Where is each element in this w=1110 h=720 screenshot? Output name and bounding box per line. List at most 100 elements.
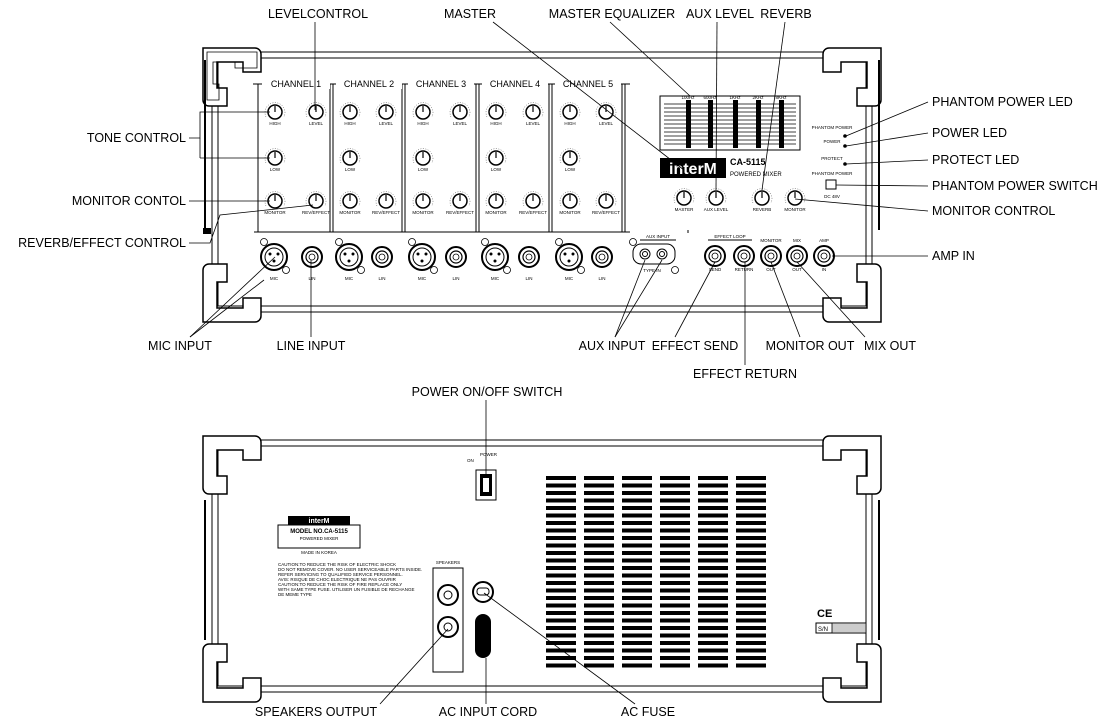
caution-line-4: CAUTION:TO REDUCE THE RISK OF FIRE REPLA… <box>278 582 402 587</box>
vent-column <box>584 476 614 668</box>
ch3-high-knob[interactable]: HIGH <box>412 102 434 126</box>
front-corner-tl <box>202 47 262 107</box>
ch5-high-knob[interactable]: HIGH <box>559 102 581 126</box>
ch2-lin-label: LIN <box>378 276 385 281</box>
ch4-high-knob[interactable]: HIGH <box>485 102 507 126</box>
eq-band-100hz: 100Hz <box>681 95 695 100</box>
ch5-level-knob[interactable]: LEVEL <box>595 102 617 126</box>
ch2-monitor-knob[interactable]: MONITOR <box>339 191 361 215</box>
cooling-vents <box>546 476 766 668</box>
label-effect-return: EFFECT RETURN <box>693 367 797 381</box>
master-knob-2[interactable]: REVERB <box>751 188 773 212</box>
front-corner-bl <box>202 228 262 323</box>
ch3-monitor-knob[interactable]: MONITOR <box>412 191 434 215</box>
ch4-reveffect-knob[interactable]: REV/EFFECT <box>519 191 547 215</box>
speakers-section: SPEAKERS <box>432 560 464 673</box>
ch5-reveffect-knob[interactable]: REV/EFFECT <box>592 191 620 215</box>
label-monitor-out: MONITOR OUT <box>766 339 855 353</box>
ch2-high-knob[interactable]: HIGH <box>339 102 361 126</box>
ch2-low-knob[interactable]: LOW <box>339 148 361 172</box>
brand-logo: interM <box>660 158 726 178</box>
eq-slider-8khz[interactable] <box>779 100 784 148</box>
caution-line-6: DE MEME TYPE <box>278 592 312 597</box>
aux-input-jack-right[interactable] <box>656 248 668 260</box>
ch4-line-jack[interactable] <box>518 246 540 268</box>
ch4-monitor-knob-label: MONITOR <box>485 210 507 215</box>
speaker-jack-2[interactable] <box>437 616 459 638</box>
ch4-low-knob[interactable]: LOW <box>485 148 507 172</box>
effect-return-jack[interactable] <box>733 245 755 267</box>
eq-slider-1khz[interactable] <box>733 100 738 148</box>
ac-fuse[interactable] <box>472 581 494 603</box>
ch3-lin-label: LIN <box>452 276 459 281</box>
speaker-jack-1[interactable] <box>437 584 459 606</box>
master-knob-0[interactable]: MASTER <box>673 188 695 212</box>
ch3-line-jack[interactable] <box>445 246 467 268</box>
rear-corner-br <box>822 643 882 703</box>
ch5-lin-label: LIN <box>598 276 605 281</box>
rear-on-label: ON <box>467 458 474 463</box>
phantom-power-switch[interactable] <box>825 179 837 190</box>
ch3-reveffect-knob-label: REV/EFFECT <box>446 210 474 215</box>
eq-slider-2khz[interactable] <box>756 100 761 148</box>
amp-in-jack[interactable] <box>813 245 835 267</box>
protect-led <box>843 162 847 166</box>
ch2-line-jack[interactable] <box>371 246 393 268</box>
ch1-reveffect-knob[interactable]: REV/EFFECT <box>302 191 330 215</box>
ch2-level-knob[interactable]: LEVEL <box>375 102 397 126</box>
power-switch-assembly: ON POWER <box>467 452 498 501</box>
aux-input-jack-left[interactable] <box>639 248 651 260</box>
ch1-monitor-knob[interactable]: MONITOR <box>264 191 286 215</box>
ch5-line-jack[interactable] <box>591 246 613 268</box>
model-number: CA-5115 <box>730 157 766 167</box>
eq-slider-100hz[interactable] <box>686 100 691 148</box>
ch3-low-knob[interactable]: LOW <box>412 148 434 172</box>
ch5-mic-jack[interactable] <box>555 243 583 271</box>
ch1-level-knob-label: LEVEL <box>309 121 324 126</box>
front-labels: LEVELCONTROL MASTER MASTER EQUALIZER AUX… <box>18 7 1098 381</box>
ch2-mic-jack[interactable] <box>335 243 363 271</box>
ch3-level-knob[interactable]: LEVEL <box>449 102 471 126</box>
ch4-level-knob[interactable]: LEVEL <box>522 102 544 126</box>
eq-slider-600hz[interactable] <box>708 100 713 148</box>
ch5-monitor-knob[interactable]: MONITOR <box>559 191 581 215</box>
vent-column <box>698 476 728 668</box>
master-knob-1[interactable]: AUX LEVEL <box>704 188 729 212</box>
ch2-reveffect-knob[interactable]: REV/EFFECT <box>372 191 400 215</box>
label-mic-input: MIC INPUT <box>148 339 212 353</box>
label-reverb-effect-control: REVERB/EFFECT CONTROL <box>18 236 186 250</box>
vent-column <box>736 476 766 668</box>
ch1-mic-jack[interactable] <box>260 243 288 271</box>
ch4-level-knob-label: LEVEL <box>526 121 541 126</box>
rear-corner-bl <box>202 643 262 703</box>
knob-group: HIGH LEVEL LOW MONITOR REV/EFFECT HIGH LEVEL LO… <box>264 102 806 215</box>
ch1-low-knob[interactable]: LOW <box>264 148 286 172</box>
ch1-high-knob[interactable]: HIGH <box>264 102 286 126</box>
eq-band-8khz: 8KHz <box>775 95 787 100</box>
effect-send-jack[interactable] <box>704 245 726 267</box>
label-line-input: LINE INPUT <box>277 339 346 353</box>
amp-in-label: IN <box>822 267 827 272</box>
ch5-level-knob-label: LEVEL <box>599 121 614 126</box>
ch1-level-knob[interactable]: LEVEL <box>305 102 327 126</box>
ch1-line-jack[interactable] <box>301 246 323 268</box>
ch4-monitor-knob[interactable]: MONITOR <box>485 191 507 215</box>
front-corner-br <box>822 263 882 323</box>
vent-column <box>660 476 690 668</box>
mix-out-jack[interactable] <box>786 245 808 267</box>
aux-input-box <box>632 243 676 265</box>
dc48v-label: DC 48V <box>824 194 840 199</box>
channel-5-label: CHANNEL 5 <box>563 79 613 89</box>
label-reverb: REVERB <box>760 7 811 21</box>
ch5-low-knob[interactable]: LOW <box>559 148 581 172</box>
ch4-mic-jack[interactable] <box>481 243 509 271</box>
label-ac-fuse: AC FUSE <box>621 705 675 719</box>
ch3-mic-jack[interactable] <box>408 243 436 271</box>
ch3-reveffect-knob[interactable]: REV/EFFECT <box>446 191 474 215</box>
label-speakers-output: SPEAKERS OUTPUT <box>255 705 378 719</box>
label-power-switch: POWER ON/OFF SWITCH <box>412 385 563 399</box>
brand-logo-text: interM <box>669 161 717 178</box>
master-knob-3[interactable]: MONITOR <box>784 188 806 212</box>
monitor-out-jack[interactable] <box>760 245 782 267</box>
